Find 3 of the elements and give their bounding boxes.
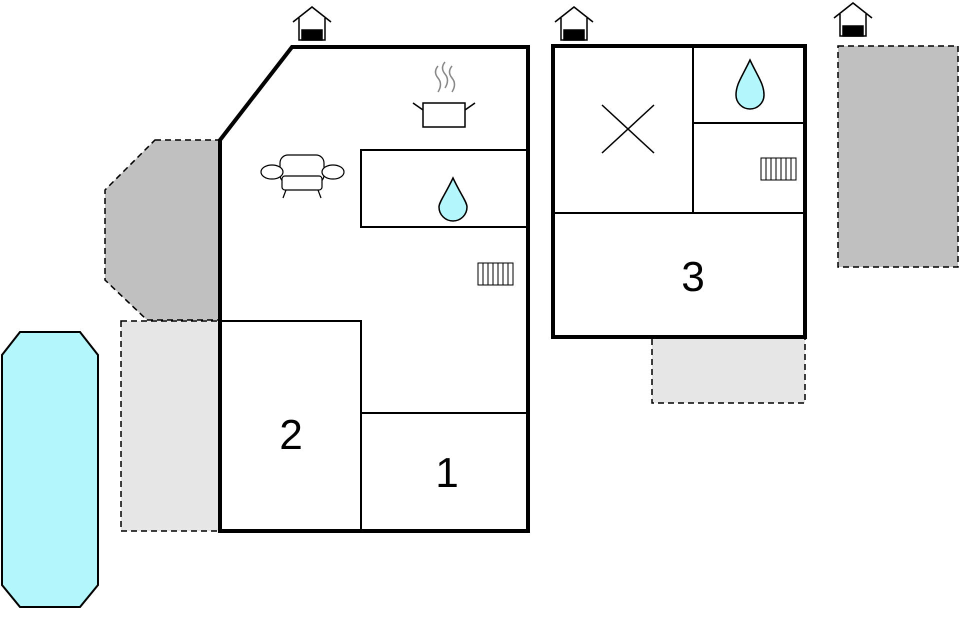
room-number: 1 — [435, 452, 459, 494]
room-number: 2 — [279, 414, 303, 456]
room-number: 3 — [681, 256, 705, 298]
